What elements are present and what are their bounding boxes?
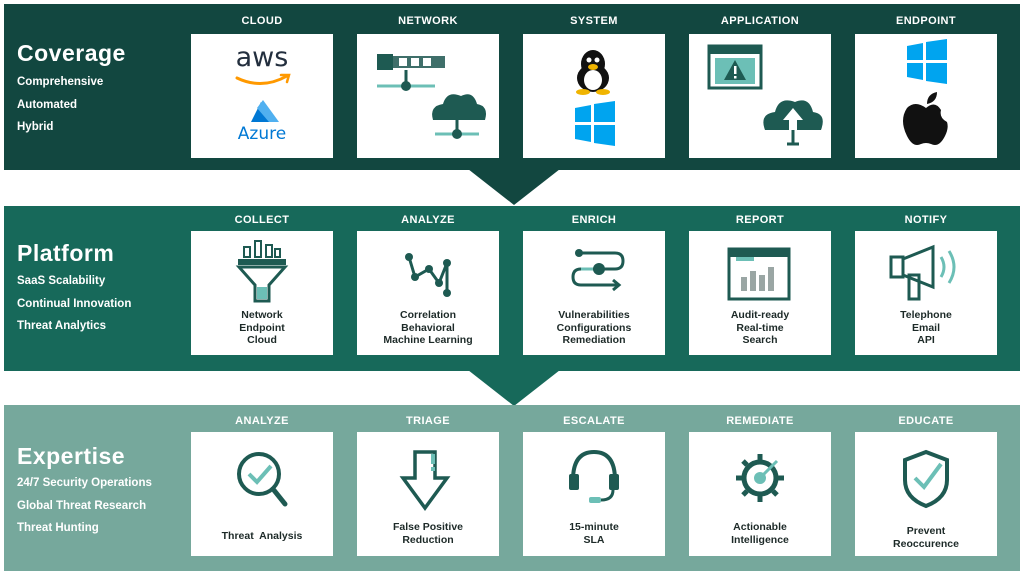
application-card [689, 34, 831, 158]
report-chart-icon [727, 247, 791, 301]
platform-heading-analyze: ANALYZE [401, 214, 455, 226]
platform-items: SaaS Scalability Continual Innovation Th… [17, 270, 131, 338]
linux-tux-icon [576, 50, 610, 95]
aws-logo: aws [235, 42, 289, 73]
azure-logo-icon [251, 100, 279, 122]
platform-title: Platform [17, 240, 115, 266]
false-positive-text: False Positive Reduction [392, 521, 464, 546]
coverage-item: Hybrid [17, 121, 54, 133]
aws-smile-icon [235, 73, 291, 85]
coverage-heading-endpoint: ENDPOINT [895, 15, 957, 27]
coverage-band [4, 4, 1020, 170]
cloud-upload-icon [763, 100, 823, 146]
network-switch-icon [377, 54, 445, 91]
coverage-item: Comprehensive [17, 76, 104, 88]
coverage-heading-network: NETWORK [398, 15, 458, 27]
chevron-arrow-coverage [468, 169, 560, 205]
platform-heading-notify: NOTIFY [904, 214, 948, 226]
system-card [523, 34, 665, 158]
network-card [357, 34, 499, 158]
expertise-heading-educate: EDUCATE [898, 415, 954, 427]
down-arrow-alert-icon [399, 450, 451, 511]
report-card: Audit-ready Real-time Search [689, 231, 831, 355]
threat-analysis-card: Threat Analysis [191, 432, 333, 556]
coverage-heading-cloud: CLOUD [241, 15, 283, 27]
expertise-heading-remediate: REMEDIATE [726, 415, 794, 427]
dot-graph-icon [405, 253, 451, 297]
platform-heading-enrich: ENRICH [571, 214, 617, 226]
collect-card: Network Endpoint Cloud [191, 231, 333, 355]
notify-card: Telephone Email API [855, 231, 997, 355]
prevent-reoccurence-text: Prevent Reoccurence [893, 525, 959, 550]
expertise-heading-triage: TRIAGE [406, 415, 450, 427]
expertise-heading-analyze: ANALYZE [235, 415, 289, 427]
cloud-network-icon [432, 94, 486, 139]
prevent-reoccurence-card: Prevent Reoccurence [855, 432, 997, 556]
threat-analysis-text: Threat Analysis [221, 530, 303, 542]
expertise-item: Global Threat Research [17, 499, 147, 512]
shield-check-icon [903, 449, 949, 509]
endpoint-card [855, 34, 997, 158]
platform-item: Continual Innovation [17, 297, 132, 310]
coverage-heading-system: SYSTEM [570, 15, 618, 27]
coverage-heading-application: APPLICATION [720, 15, 800, 27]
apple-logo-icon [903, 92, 948, 145]
platform-item: SaaS Scalability [17, 275, 106, 287]
expertise-item: 24/7 Security Operations [17, 477, 152, 489]
notify-text: Telephone Email API [900, 309, 952, 346]
expertise-heading-escalate: ESCALATE [563, 415, 625, 427]
sla-text: 15-minute SLA [569, 521, 619, 546]
expertise-items: 24/7 Security Operations Global Threat R… [17, 472, 152, 540]
enrich-card: Vulnerabilities Configurations Remediati… [523, 231, 665, 355]
collect-text: Network Endpoint Cloud [239, 309, 285, 346]
windows-logo-icon [575, 101, 615, 146]
megaphone-icon [889, 244, 956, 301]
platform-band [4, 206, 1020, 371]
flow-path-icon [571, 249, 625, 292]
magnifier-check-icon [237, 452, 288, 507]
platform-heading-collect: COLLECT [234, 214, 290, 226]
actionable-intelligence-card: Actionable Intelligence [689, 432, 831, 556]
expertise-item: Threat Hunting [17, 522, 99, 534]
chevron-arrow-platform [468, 370, 560, 406]
false-positive-card: False Positive Reduction [357, 432, 499, 556]
coverage-items: Comprehensive Automated Hybrid [17, 71, 103, 139]
analyze-text: Correlation Behavioral Machine Learning [383, 309, 473, 346]
enrich-text: Vulnerabilities Configurations Remediati… [556, 309, 632, 346]
sla-card: 15-minute SLA [523, 432, 665, 556]
headset-icon [569, 449, 619, 503]
coverage-title: Coverage [17, 40, 126, 66]
actionable-intelligence-text: Actionable Intelligence [731, 521, 789, 546]
windows-logo-icon [907, 39, 947, 84]
expertise-band [4, 405, 1020, 571]
app-warning-window-icon [707, 44, 763, 90]
coverage-item: Automated [17, 98, 78, 111]
analyze-card: Correlation Behavioral Machine Learning [357, 231, 499, 355]
expertise-title: Expertise [17, 443, 126, 469]
report-text: Audit-ready Real-time Search [730, 309, 790, 346]
gear-target-icon [736, 454, 784, 502]
platform-heading-report: REPORT [735, 214, 785, 226]
platform-item: Threat Analytics [17, 320, 107, 332]
cloud-card: aws Azure [191, 34, 333, 158]
funnel-icon [235, 240, 289, 303]
azure-logo: Azure [237, 124, 287, 144]
